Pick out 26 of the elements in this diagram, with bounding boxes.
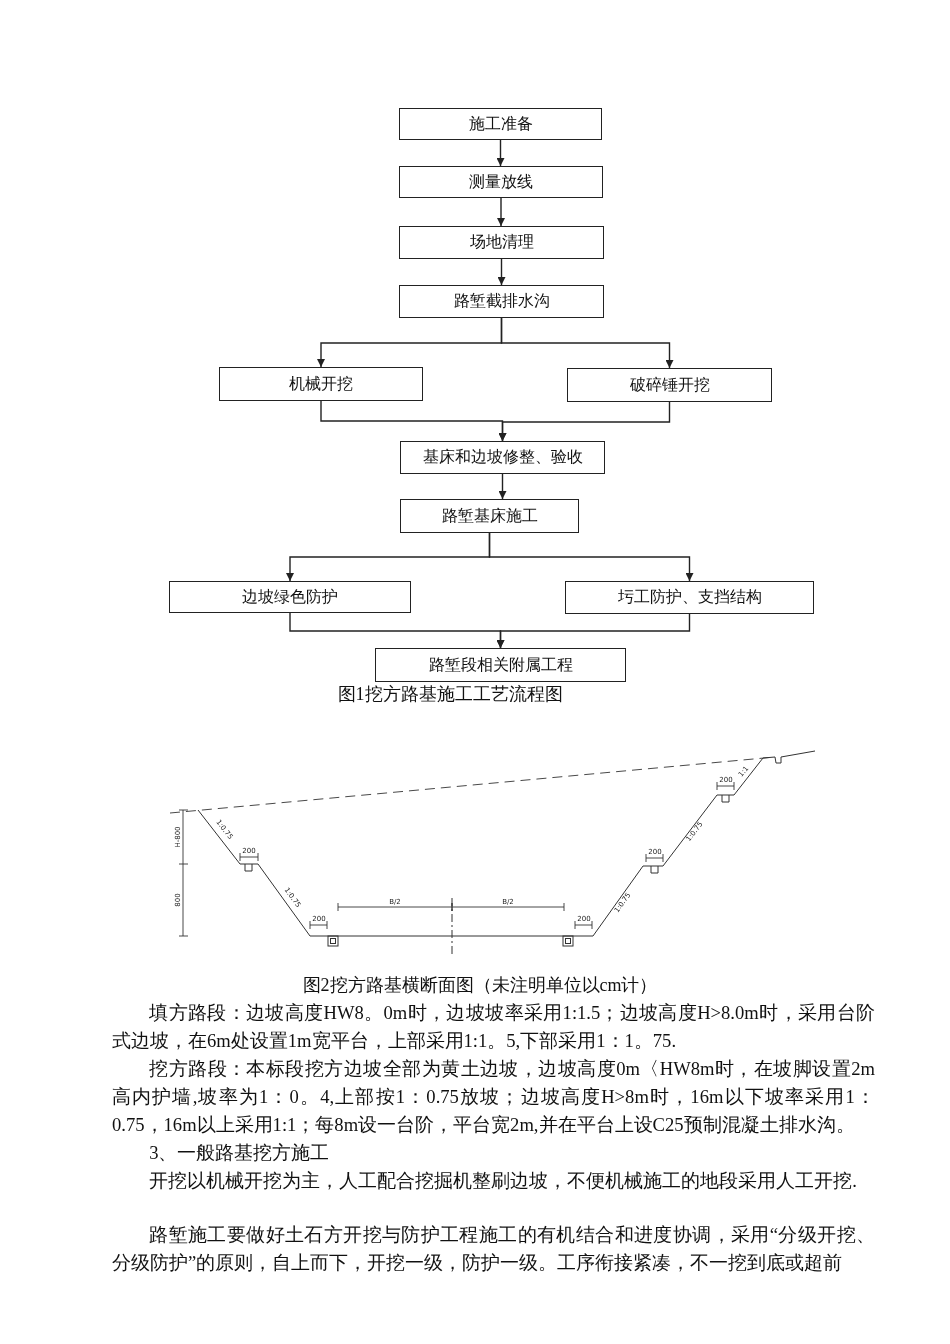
arrow [497,258,506,286]
paragraph: 填方路段：边坡高度HW8。0m时，边坡坡率采用1:1.5；边坡高度H>8.0m时，采用台阶式边坡，在6m处设置1m宽平台，上部采用1:1。5,下部采用1：1。75. [112,1001,875,1053]
process-box: 场地清理 [399,226,604,259]
arrow [496,613,691,649]
arrow [488,532,694,582]
process-box: 破碎锤开挖 [567,368,772,402]
process-box: 测量放线 [399,166,603,198]
process-box: 边坡绿色防护 [169,581,411,613]
figure-caption: 图2挖方路基横断面图（未注明单位以cm计） [302,974,658,997]
process-box: 路堑基床施工 [400,499,579,533]
arrow [498,473,507,500]
figure-caption: 图1挖方路基施工工艺流程图 [337,683,563,706]
process-box: 圬工防护、支挡结构 [565,581,814,614]
process-box: 基床和边坡修整、验收 [400,441,605,474]
process-box: 路堑段相关附属工程 [375,648,626,682]
process-box: 施工准备 [399,108,602,140]
paragraph: 路堑施工要做好土石方开挖与防护工程施工的有机结合和进度协调，采用“分级开挖、分级防护”的原则，自上而下，开挖一级，防护一级。工序衔接紧凑，不一挖到底或超前 [112,1223,875,1275]
paragraph: 开挖以机械开挖为主，人工配合挖掘机整刷边坡，不便机械施工的地段采用人工开挖. [148,1169,858,1193]
process-box: 路堑截排水沟 [399,285,604,318]
section-heading: 3、一般路基挖方施工 [148,1141,331,1165]
arrow [500,317,674,369]
process-box: 机械开挖 [219,367,423,401]
arrow [497,197,505,227]
paragraph: 挖方路段：本标段挖方边坡全部为黄土边坡，边坡高度0m〈HW8m时，在坡脚设置2m高内护墙,坡率为1：0。4,上部按1：0.75放坡；边坡高度H>8m时，16m以下坡率采用1：0.75，16m以上采用1:1；每8m设一台阶，平台宽2m,并在平台上设C25预制混凝土排水沟。 [112,1057,875,1137]
arrow [496,139,505,167]
arrow [498,401,671,442]
